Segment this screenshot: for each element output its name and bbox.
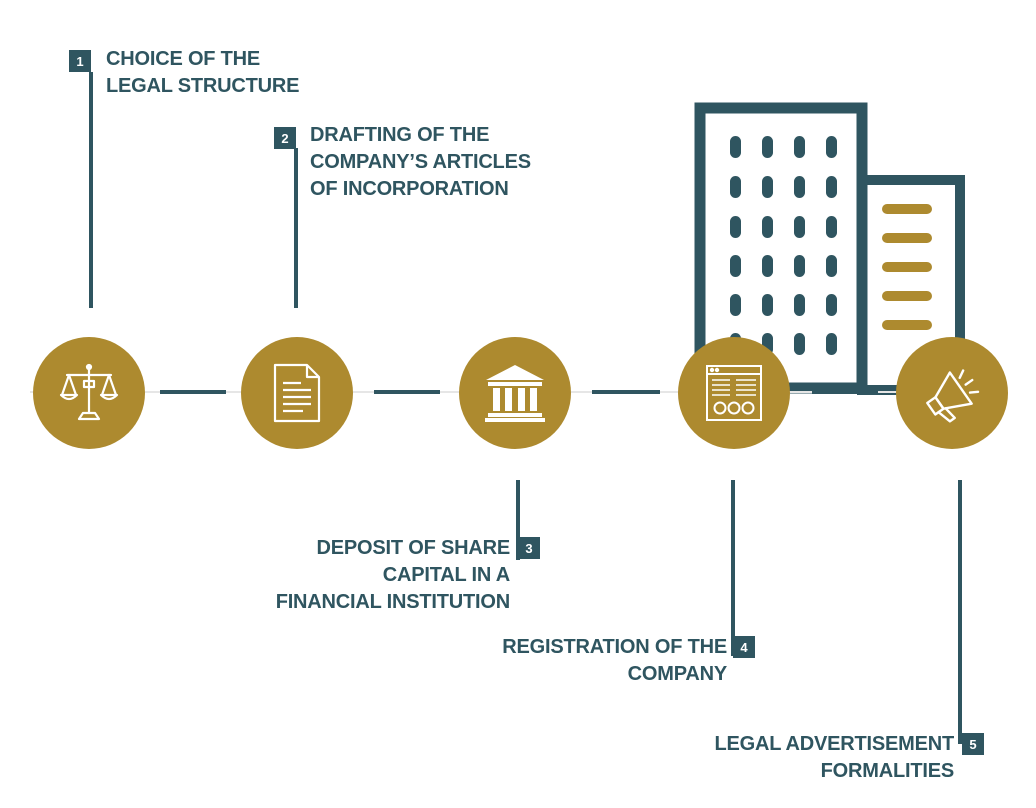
step-4-circle	[678, 337, 790, 449]
step-2-label-line: COMPANY’S ARTICLES	[310, 151, 531, 173]
step-5-number: 5	[962, 733, 984, 755]
step-2-label-line: DRAFTING OF THE	[310, 124, 490, 146]
step-5-circle	[896, 337, 1008, 449]
document-icon	[273, 363, 321, 423]
megaphone-icon	[926, 369, 980, 423]
leader-line-5	[958, 480, 962, 744]
step-5-label-line: FORMALITIES	[820, 760, 955, 782]
step-4-label-line: REGISTRATION OF THE	[502, 636, 727, 658]
step-2-number: 2	[274, 127, 296, 149]
connector-2-3	[374, 390, 440, 394]
step-2-label-line: OF INCORPORATION	[310, 178, 509, 200]
connector-1-2	[160, 390, 226, 394]
leader-line-3	[516, 480, 520, 560]
step-3-circle	[459, 337, 571, 449]
step-2-circle	[241, 337, 353, 449]
connector-3-4	[592, 390, 660, 394]
leader-line-2	[294, 148, 298, 308]
step-4-label-line: COMPANY	[627, 663, 728, 685]
scales-of-justice-icon	[59, 363, 119, 421]
step-3-label-line: CAPITAL IN A	[382, 564, 510, 586]
step-2-label: DRAFTING OF THE COMPANY’S ARTICLES OF IN…	[310, 122, 531, 203]
step-1-label-line: LEGAL STRUCTURE	[106, 75, 300, 97]
leader-line-4	[731, 480, 735, 656]
step-1-number: 1	[69, 50, 91, 72]
step-3-label: DEPOSIT OF SHARE CAPITAL IN A FINANCIAL …	[275, 535, 511, 616]
bank-building-icon	[485, 365, 545, 422]
leader-line-1	[89, 72, 93, 308]
step-3-label-line: FINANCIAL INSTITUTION	[275, 591, 511, 613]
step-4-number: 4	[733, 636, 755, 658]
connector-4-5	[812, 390, 878, 394]
step-3-label-line: DEPOSIT OF SHARE	[316, 537, 511, 559]
registration-form-icon	[706, 365, 762, 421]
step-5-label-line: LEGAL ADVERTISEMENT	[714, 733, 954, 755]
step-5-label: LEGAL ADVERTISEMENT FORMALITIES	[714, 731, 954, 785]
step-1-label-line: CHOICE OF THE	[106, 48, 261, 70]
step-1-label: CHOICE OF THE LEGAL STRUCTURE	[106, 46, 300, 100]
step-3-number: 3	[518, 537, 540, 559]
step-1-circle	[33, 337, 145, 449]
step-4-label: REGISTRATION OF THE COMPANY	[502, 634, 727, 688]
